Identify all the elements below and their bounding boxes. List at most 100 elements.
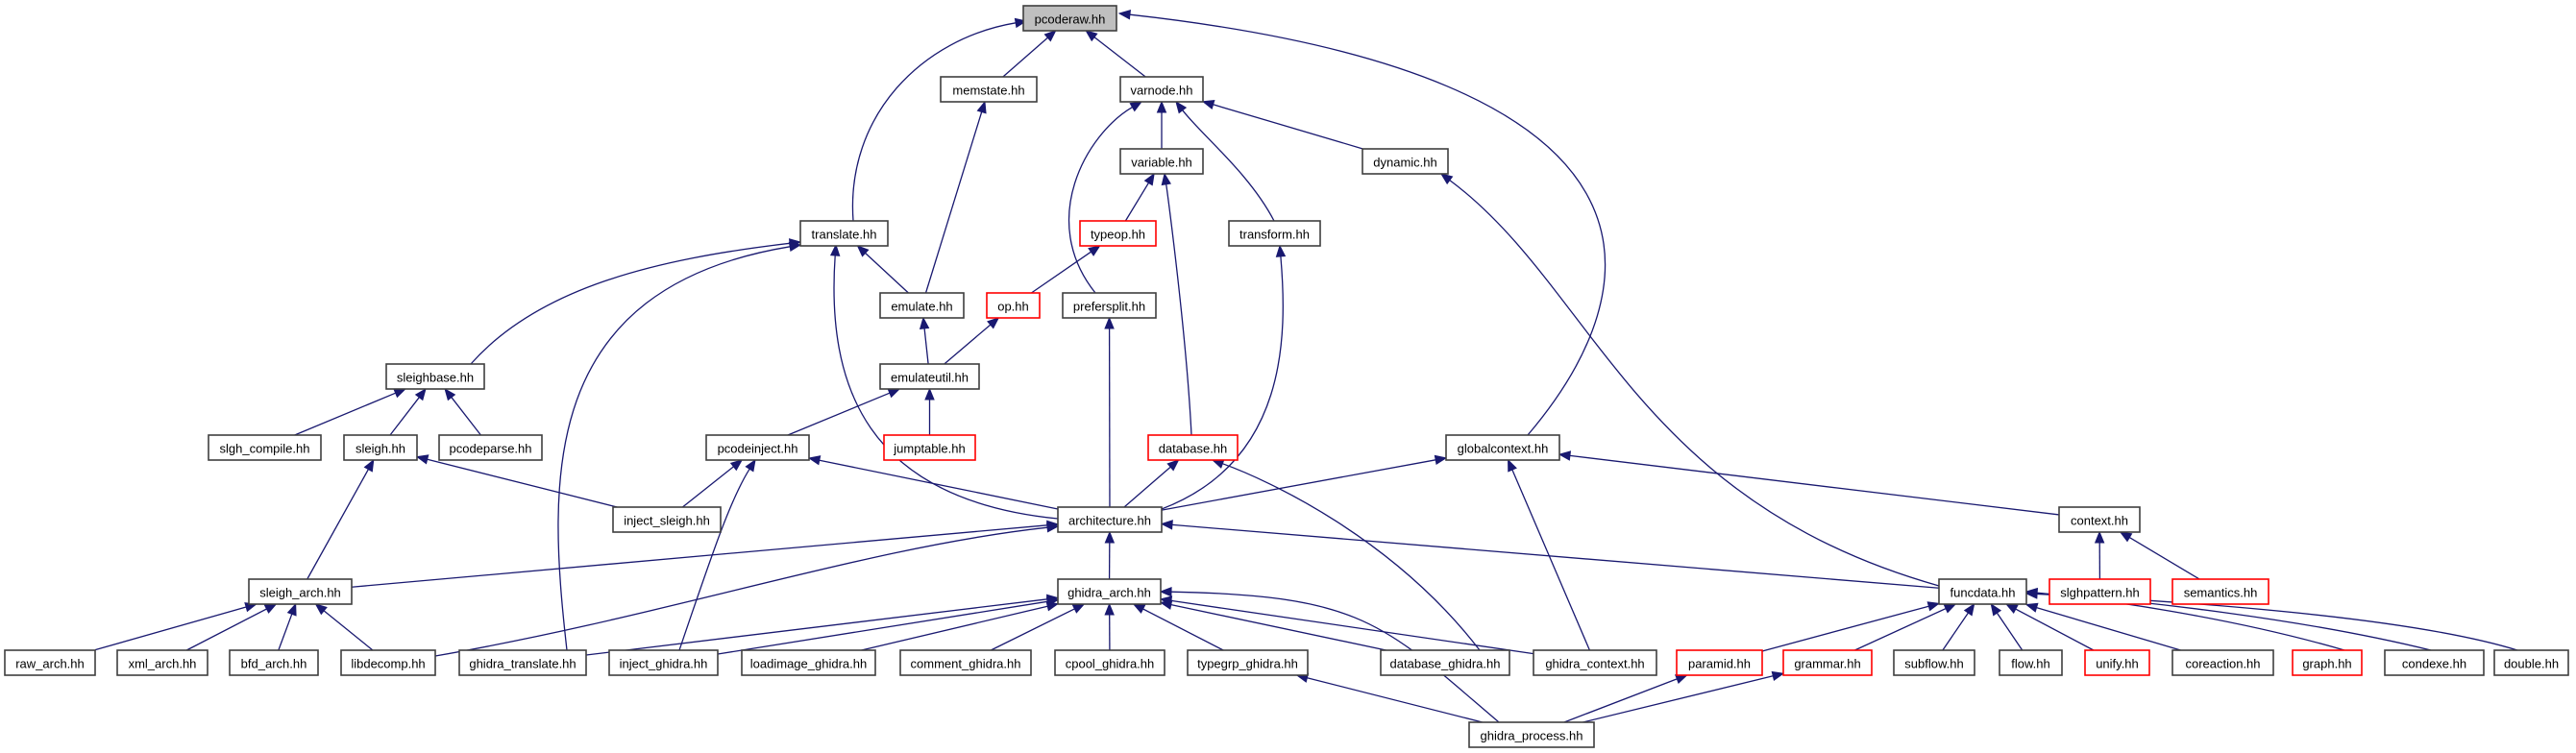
node-libdecomp[interactable]: libdecomp.hh bbox=[340, 649, 436, 676]
node-database[interactable]: database.hh bbox=[1147, 434, 1239, 461]
node-xml_arch[interactable]: xml_arch.hh bbox=[116, 649, 209, 676]
node-box[interactable] bbox=[883, 434, 976, 461]
node-box[interactable] bbox=[2058, 506, 2141, 533]
node-box[interactable] bbox=[208, 434, 322, 461]
node-sleigh[interactable]: sleigh.hh bbox=[343, 434, 418, 461]
node-box[interactable] bbox=[1062, 292, 1157, 319]
node-typegrp_ghidra[interactable]: typegrp_ghidra.hh bbox=[1187, 649, 1309, 676]
node-dynamic[interactable]: dynamic.hh bbox=[1362, 148, 1449, 175]
node-cpool_ghidra[interactable]: cpool_ghidra.hh bbox=[1054, 649, 1165, 676]
node-architecture[interactable]: architecture.hh bbox=[1057, 506, 1163, 533]
node-box[interactable] bbox=[899, 649, 1032, 676]
node-inject_sleigh[interactable]: inject_sleigh.hh bbox=[612, 506, 722, 533]
node-box[interactable] bbox=[385, 363, 485, 390]
node-comment_ghidra[interactable]: comment_ghidra.hh bbox=[899, 649, 1032, 676]
node-ghidra_translate[interactable]: ghidra_translate.hh bbox=[458, 649, 587, 676]
node-box[interactable] bbox=[340, 649, 436, 676]
node-memstate[interactable]: memstate.hh bbox=[940, 76, 1038, 103]
node-box[interactable] bbox=[1533, 649, 1657, 676]
node-box[interactable] bbox=[2049, 578, 2151, 605]
node-typeop[interactable]: typeop.hh bbox=[1079, 220, 1157, 247]
node-transform[interactable]: transform.hh bbox=[1228, 220, 1321, 247]
node-box[interactable] bbox=[741, 649, 876, 676]
node-context[interactable]: context.hh bbox=[2058, 506, 2141, 533]
node-box[interactable] bbox=[940, 76, 1038, 103]
node-box[interactable] bbox=[612, 506, 722, 533]
node-box[interactable] bbox=[1362, 148, 1449, 175]
node-pcoderaw[interactable]: pcoderaw.hh bbox=[1022, 5, 1117, 32]
node-box[interactable] bbox=[1445, 434, 1560, 461]
node-box[interactable] bbox=[2384, 649, 2485, 676]
node-translate[interactable]: translate.hh bbox=[799, 220, 889, 247]
node-ghidra_arch[interactable]: ghidra_arch.hh bbox=[1057, 578, 1162, 605]
node-slgh_compile[interactable]: slgh_compile.hh bbox=[208, 434, 322, 461]
node-box[interactable] bbox=[1057, 506, 1163, 533]
node-box[interactable] bbox=[116, 649, 209, 676]
node-ghidra_context[interactable]: ghidra_context.hh bbox=[1533, 649, 1657, 676]
node-pcodeinject[interactable]: pcodeinject.hh bbox=[705, 434, 810, 461]
node-box[interactable] bbox=[1782, 649, 1873, 676]
node-box[interactable] bbox=[1468, 721, 1595, 748]
node-inject_ghidra[interactable]: inject_ghidra.hh bbox=[608, 649, 719, 676]
node-graph[interactable]: graph.hh bbox=[2292, 649, 2363, 676]
node-pcodeparse[interactable]: pcodeparse.hh bbox=[438, 434, 543, 461]
node-loadimage_ghidra[interactable]: loadimage_ghidra.hh bbox=[741, 649, 876, 676]
node-box[interactable] bbox=[879, 363, 980, 390]
node-box[interactable] bbox=[343, 434, 418, 461]
node-box[interactable] bbox=[2493, 649, 2569, 676]
node-unify[interactable]: unify.hh bbox=[2084, 649, 2150, 676]
node-funcdata[interactable]: funcdata.hh bbox=[1938, 578, 2027, 605]
node-box[interactable] bbox=[1187, 649, 1309, 676]
node-variable[interactable]: variable.hh bbox=[1119, 148, 1204, 175]
node-jumptable[interactable]: jumptable.hh bbox=[883, 434, 976, 461]
node-sleigh_arch[interactable]: sleigh_arch.hh bbox=[248, 578, 353, 605]
node-box[interactable] bbox=[458, 649, 587, 676]
node-box[interactable] bbox=[1380, 649, 1510, 676]
node-box[interactable] bbox=[1147, 434, 1239, 461]
node-box[interactable] bbox=[1228, 220, 1321, 247]
node-database_ghidra[interactable]: database_ghidra.hh bbox=[1380, 649, 1510, 676]
node-slghpattern[interactable]: slghpattern.hh bbox=[2049, 578, 2151, 605]
node-box[interactable] bbox=[986, 292, 1041, 319]
node-box[interactable] bbox=[2084, 649, 2150, 676]
node-box[interactable] bbox=[799, 220, 889, 247]
node-box[interactable] bbox=[2171, 649, 2274, 676]
node-semantics[interactable]: semantics.hh bbox=[2171, 578, 2269, 605]
node-double[interactable]: double.hh bbox=[2493, 649, 2569, 676]
node-flow[interactable]: flow.hh bbox=[1999, 649, 2063, 676]
node-box[interactable] bbox=[248, 578, 353, 605]
node-box[interactable] bbox=[1999, 649, 2063, 676]
node-box[interactable] bbox=[438, 434, 543, 461]
node-subflow[interactable]: subflow.hh bbox=[1893, 649, 1975, 676]
node-emulate[interactable]: emulate.hh bbox=[879, 292, 965, 319]
node-box[interactable] bbox=[4, 649, 96, 676]
node-grammar[interactable]: grammar.hh bbox=[1782, 649, 1873, 676]
node-varnode[interactable]: varnode.hh bbox=[1119, 76, 1204, 103]
node-box[interactable] bbox=[1119, 76, 1204, 103]
node-box[interactable] bbox=[229, 649, 319, 676]
node-box[interactable] bbox=[1079, 220, 1157, 247]
node-ghidra_process[interactable]: ghidra_process.hh bbox=[1468, 721, 1595, 748]
node-emulateutil[interactable]: emulateutil.hh bbox=[879, 363, 980, 390]
node-box[interactable] bbox=[2171, 578, 2269, 605]
node-box[interactable] bbox=[1022, 5, 1117, 32]
node-coreaction[interactable]: coreaction.hh bbox=[2171, 649, 2274, 676]
node-box[interactable] bbox=[1054, 649, 1165, 676]
node-raw_arch[interactable]: raw_arch.hh bbox=[4, 649, 96, 676]
node-box[interactable] bbox=[1057, 578, 1162, 605]
node-box[interactable] bbox=[1938, 578, 2027, 605]
node-box[interactable] bbox=[2292, 649, 2363, 676]
node-box[interactable] bbox=[1676, 649, 1763, 676]
node-condexe[interactable]: condexe.hh bbox=[2384, 649, 2485, 676]
node-paramid[interactable]: paramid.hh bbox=[1676, 649, 1763, 676]
node-box[interactable] bbox=[705, 434, 810, 461]
node-sleighbase[interactable]: sleighbase.hh bbox=[385, 363, 485, 390]
node-op[interactable]: op.hh bbox=[986, 292, 1041, 319]
node-box[interactable] bbox=[1893, 649, 1975, 676]
node-box[interactable] bbox=[608, 649, 719, 676]
node-prefersplit[interactable]: prefersplit.hh bbox=[1062, 292, 1157, 319]
node-globalcontext[interactable]: globalcontext.hh bbox=[1445, 434, 1560, 461]
node-bfd_arch[interactable]: bfd_arch.hh bbox=[229, 649, 319, 676]
node-box[interactable] bbox=[1119, 148, 1204, 175]
node-box[interactable] bbox=[879, 292, 965, 319]
